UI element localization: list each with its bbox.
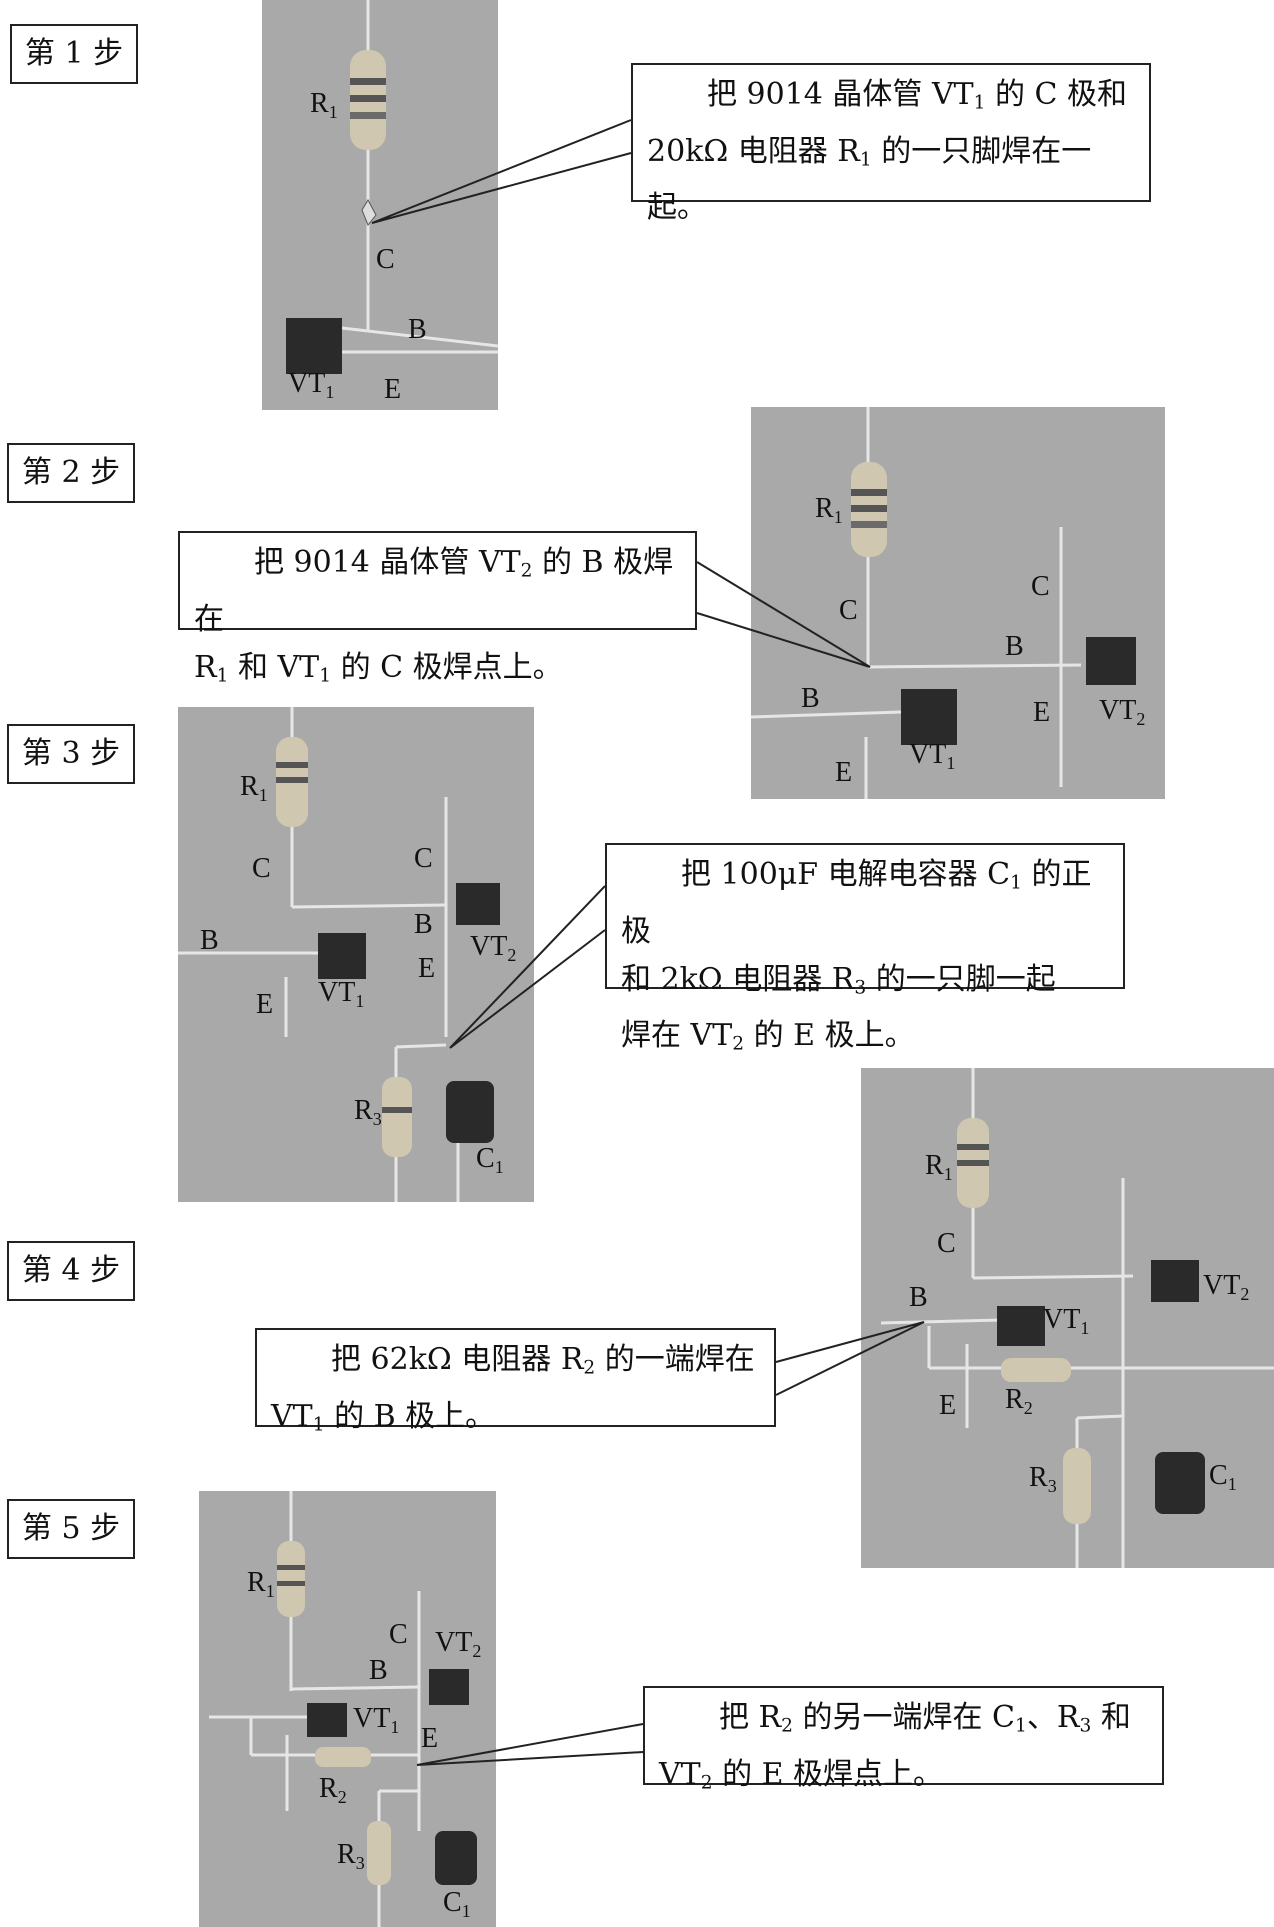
svg-text:C1: C1 [443,1887,471,1921]
svg-text:B: B [200,925,219,956]
svg-text:R2: R2 [1005,1384,1033,1418]
svg-text:C: C [389,1619,408,1650]
svg-text:R1: R1 [310,88,338,122]
svg-text:C: C [376,244,395,275]
svg-text:B: B [369,1655,388,1686]
svg-text:B: B [414,909,433,940]
svg-text:R2: R2 [319,1773,347,1807]
svg-text:B: B [408,314,427,345]
step-4-photo: R1 C B VT2 VT1 E R2 R3 C1 [861,1068,1274,1568]
svg-text:VT1: VT1 [353,1703,399,1737]
svg-text:E: E [421,1723,438,1754]
svg-text:E: E [939,1390,956,1421]
svg-text:E: E [256,989,273,1020]
svg-text:R1: R1 [815,493,843,527]
svg-text:C1: C1 [476,1143,504,1177]
svg-text:R1: R1 [925,1150,953,1184]
svg-text:R3: R3 [354,1095,382,1129]
step-3-note: 把 100μF 电解电容器 C1 的正极 和 2kΩ 电阻器 R3 的一只脚一起… [605,843,1125,1055]
svg-text:C: C [414,843,433,874]
svg-text:C: C [1031,571,1050,602]
svg-text:E: E [384,374,401,405]
step-4-label: 第 4 步 [7,1241,135,1301]
svg-text:R1: R1 [247,1567,275,1601]
svg-text:VT2: VT2 [1203,1270,1249,1304]
step-3-label: 第 3 步 [7,724,135,784]
svg-text:R1: R1 [240,771,268,805]
svg-text:R3: R3 [337,1839,365,1873]
svg-text:VT1: VT1 [1043,1304,1089,1338]
svg-text:VT2: VT2 [435,1627,481,1661]
svg-text:B: B [1005,631,1024,662]
svg-text:E: E [1033,697,1050,728]
step-5-photo: R1 C VT2 B VT1 E R2 R3 C1 [199,1491,496,1927]
svg-text:E: E [418,953,435,984]
svg-text:VT1: VT1 [318,977,364,1011]
step-4-note: 把 62kΩ 电阻器 R2 的一端焊在 VT1 的 B 极上。 [255,1328,776,1435]
step-5-note: 把 R2 的另一端焊在 C1、R3 和 VT2 的 E 极焊点上。 [643,1686,1164,1793]
step-2-label: 第 2 步 [7,443,135,503]
svg-text:B: B [909,1282,928,1313]
step-2-photo: R1 C C B B E VT2 VT1 E [751,407,1165,799]
step-1-photo: R1 C B VT1 E [262,0,498,410]
svg-text:E: E [835,757,852,788]
svg-text:R3: R3 [1029,1462,1057,1496]
step-2-note: 把 9014 晶体管 VT2 的 B 极焊在 R1 和 VT1 的 C 极焊点上… [178,531,697,686]
svg-text:VT2: VT2 [1099,695,1145,729]
svg-text:C: C [252,853,271,884]
svg-text:B: B [801,683,820,714]
svg-text:C: C [839,595,858,626]
step-3-photo: R1 C C B VT2 B VT1 E E R3 C1 [178,707,534,1202]
step-5-label: 第 5 步 [7,1499,135,1559]
step-1-note: 把 9014 晶体管 VT1 的 C 极和 20kΩ 电阻器 R1 的一只脚焊在… [631,63,1151,225]
step-1-label: 第 1 步 [10,24,138,84]
svg-text:C: C [937,1228,956,1259]
svg-text:VT2: VT2 [470,931,516,965]
svg-text:C1: C1 [1209,1460,1237,1494]
